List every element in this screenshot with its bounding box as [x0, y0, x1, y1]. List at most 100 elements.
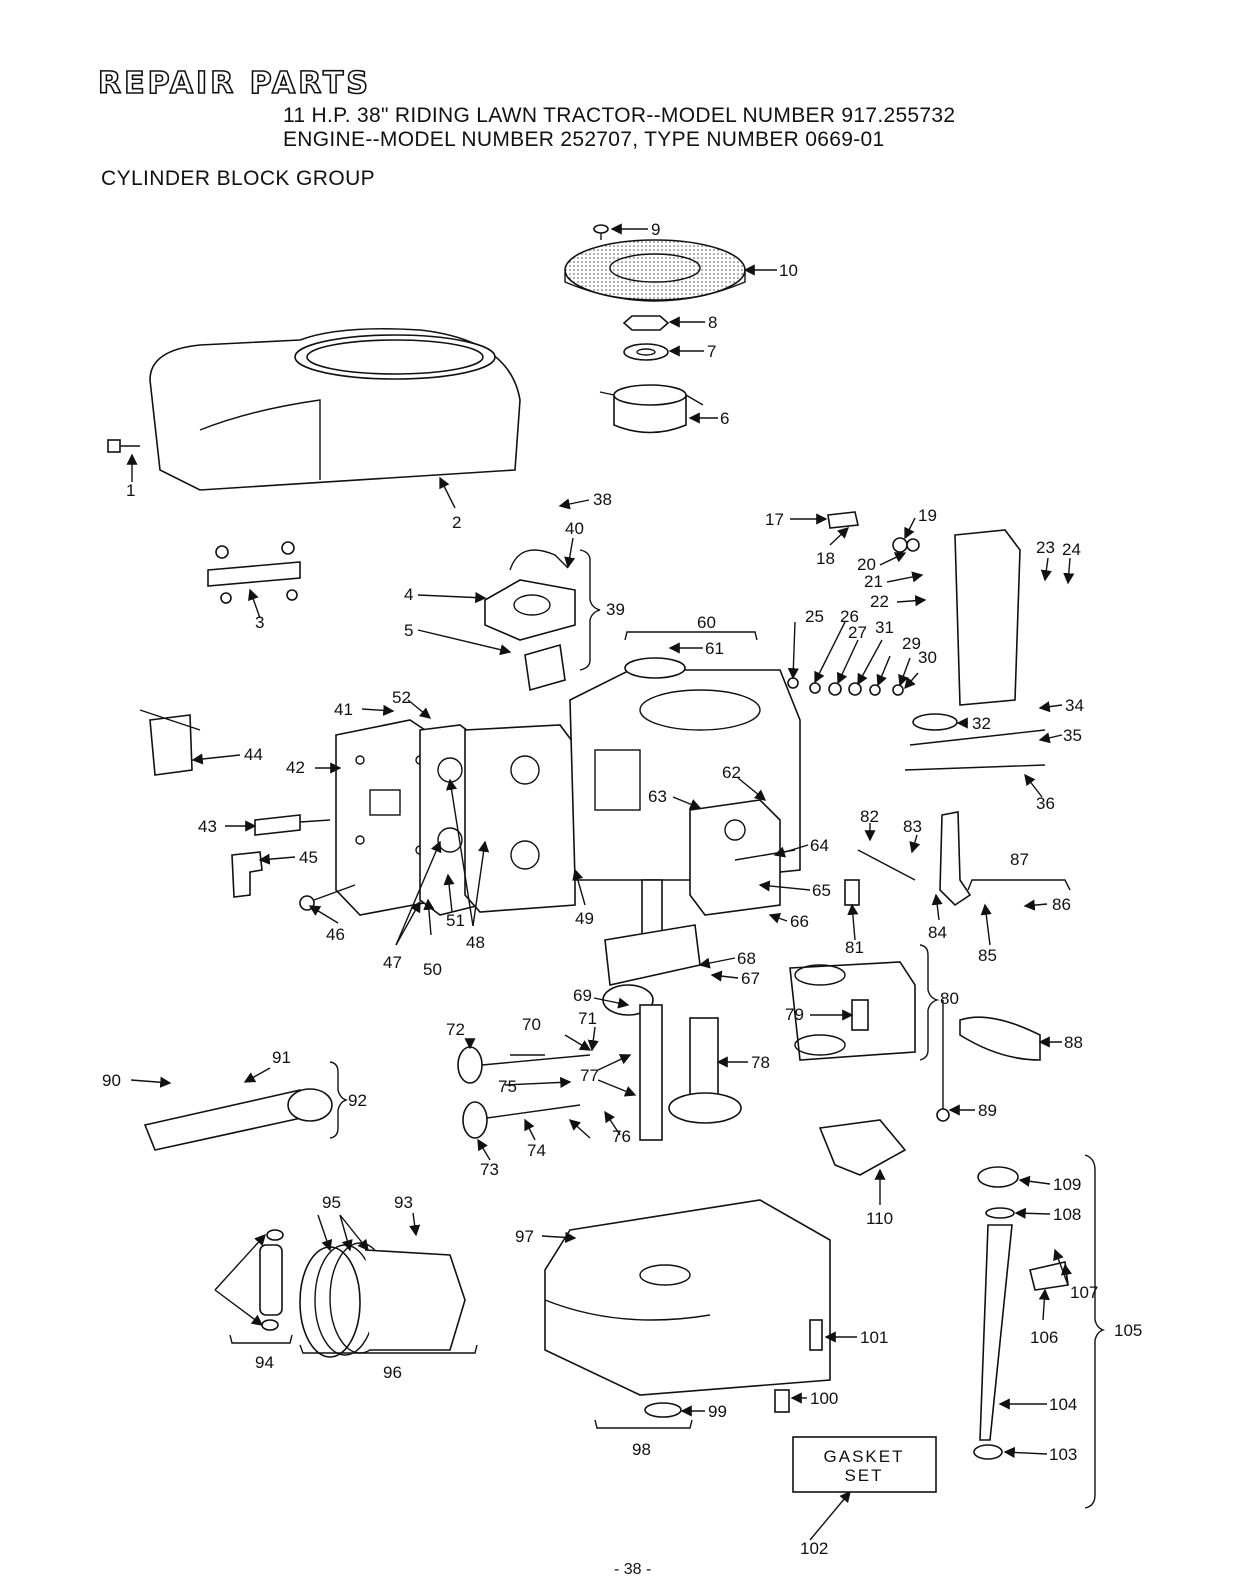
callout: 23	[1036, 538, 1055, 557]
callout: 74	[527, 1141, 546, 1160]
callout: 52	[392, 688, 411, 707]
callout: 51	[446, 911, 465, 930]
model-line: 11 H.P. 38" RIDING LAWN TRACTOR--MODEL N…	[283, 104, 956, 127]
elbow-45-shape	[231, 851, 263, 898]
callout: 2	[452, 513, 461, 532]
callout: 73	[480, 1160, 499, 1179]
engine-line: ENGINE--MODEL NUMBER 252707, TYPE NUMBER…	[283, 128, 885, 151]
plug-100-shape	[774, 1389, 790, 1413]
oil-sump-shape	[544, 1199, 831, 1396]
callout: 9	[651, 220, 660, 239]
bolt-1-shape	[107, 439, 140, 453]
callout: 95	[322, 1193, 341, 1212]
callout: 61	[705, 639, 724, 658]
washer-7-shape	[623, 343, 669, 361]
callout: 62	[722, 763, 741, 782]
callout: 3	[255, 613, 264, 632]
callout: 88	[1064, 1033, 1083, 1052]
callout: 108	[1053, 1205, 1081, 1224]
blower-housing-shape	[149, 327, 521, 491]
callout: 17	[765, 510, 784, 529]
sleeve-44-shape	[139, 709, 201, 776]
callout: 72	[446, 1020, 465, 1039]
callout: 18	[816, 549, 835, 568]
callout: 81	[845, 938, 864, 957]
callout: 99	[708, 1402, 727, 1421]
gasket-set-line1: GASKET	[824, 1447, 905, 1466]
nut-8-shape	[622, 315, 670, 331]
screw-101-shape	[809, 1319, 823, 1351]
governor-lever-shape	[789, 961, 916, 1061]
leader-lines	[126, 223, 1106, 1541]
callout: 19	[918, 506, 937, 525]
callout: 7	[707, 342, 716, 361]
callout: 106	[1030, 1328, 1058, 1347]
callout: 63	[648, 787, 667, 806]
callout: 48	[466, 933, 485, 952]
callout: 25	[805, 607, 824, 626]
callout-numbers: 1 2 3 4 5 6 7 8 9 10 17 18 19 20 21 22 2…	[102, 220, 1142, 1558]
callout: 31	[875, 618, 894, 637]
callout: 69	[573, 986, 592, 1005]
callout: 102	[800, 1539, 828, 1558]
callout: 27	[848, 623, 867, 642]
callout: 107	[1070, 1283, 1098, 1302]
callout: 109	[1053, 1175, 1081, 1194]
callout: 110	[866, 1209, 893, 1228]
callout: 38	[593, 490, 612, 509]
callout: 50	[423, 960, 442, 979]
breaker-110-shape	[818, 1119, 907, 1176]
callout: 29	[902, 634, 921, 653]
valve-73-shape	[462, 1101, 581, 1139]
callout: 71	[578, 1009, 597, 1028]
callout: 91	[272, 1048, 291, 1067]
plug-99-shape	[644, 1402, 682, 1418]
callout: 21	[864, 572, 883, 591]
callout: 67	[741, 969, 760, 988]
clamp-106-shape	[1029, 1261, 1069, 1291]
callout: 94	[255, 1353, 274, 1372]
callout: 39	[606, 600, 625, 619]
callout: 35	[1063, 726, 1082, 745]
callout: 80	[940, 989, 959, 1008]
tappet-89-shape	[936, 1000, 950, 1122]
callout: 101	[860, 1328, 888, 1347]
callout: 10	[779, 261, 798, 280]
starter-cup-6-shape	[599, 384, 704, 434]
callout: 41	[334, 700, 353, 719]
callout: 68	[737, 949, 756, 968]
spark-plug-shape	[254, 814, 331, 836]
callout: 4	[404, 585, 413, 604]
callout: 93	[394, 1193, 413, 1212]
callout: 90	[102, 1071, 121, 1090]
callout: 5	[404, 621, 413, 640]
callout: 98	[632, 1440, 651, 1459]
callout: 6	[720, 409, 729, 428]
callout: 8	[708, 313, 717, 332]
connecting-rod-shape	[143, 1088, 333, 1151]
callout: 82	[860, 807, 879, 826]
callout: 46	[326, 925, 345, 944]
gasket-set-line2: SET	[844, 1466, 883, 1485]
callout: 47	[383, 953, 402, 972]
callout: 32	[972, 714, 991, 733]
camshaft-shape	[668, 1017, 742, 1124]
callout: 89	[978, 1101, 997, 1120]
piston-shape	[299, 1242, 466, 1358]
callout: 79	[785, 1005, 804, 1024]
callout: 36	[1036, 794, 1055, 813]
rotating-screen-shape	[564, 239, 746, 302]
callout: 87	[1010, 850, 1029, 869]
page-number: - 38 -	[614, 1561, 652, 1578]
callout: 83	[903, 817, 922, 836]
callout: 43	[198, 817, 217, 836]
callout: 22	[870, 592, 889, 611]
bracket-3-shape	[207, 541, 301, 604]
callout: 20	[857, 555, 876, 574]
callout: 103	[1049, 1445, 1077, 1464]
callout: 26	[840, 607, 859, 626]
callout: 70	[522, 1015, 541, 1034]
callout: 77	[580, 1066, 599, 1085]
callout: 65	[812, 881, 831, 900]
